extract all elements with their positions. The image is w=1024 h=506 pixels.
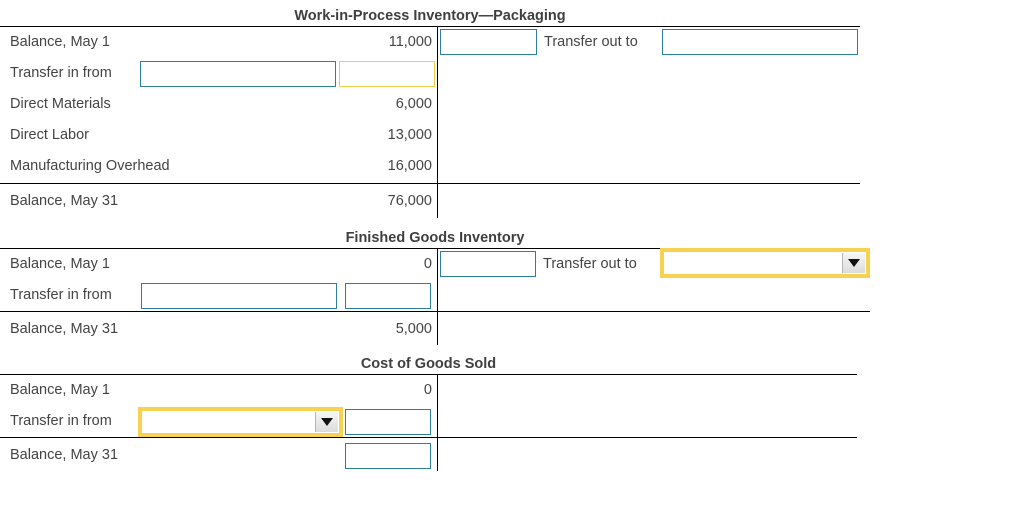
cogs-transfer-in-amount-input[interactable]: [345, 409, 431, 435]
row-label-balance-may-1: Balance, May 1: [10, 256, 110, 272]
t-account-center-divider: [437, 27, 438, 218]
row-label-direct-labor: Direct Labor: [10, 127, 89, 143]
table-row: Transfer in from: [0, 280, 870, 311]
row-label-direct-materials: Direct Materials: [10, 96, 111, 112]
side-label-transfer-out-to: Transfer out to: [543, 256, 637, 272]
row-amount-direct-labor: 13,000: [387, 127, 432, 143]
table-row: Direct Materials 6,000: [0, 89, 860, 120]
account-body: Balance, May 1 0 Transfer in from Balanc…: [0, 375, 857, 471]
row-amount-balance-may-1: 0: [423, 256, 432, 272]
fg-transfer-in-name-input[interactable]: [141, 283, 337, 309]
account-subtotal-rule: [0, 311, 870, 312]
table-row: Manufacturing Overhead 16,000: [0, 151, 860, 182]
fg-transfer-in-amount-input[interactable]: [345, 283, 431, 309]
cogs-balance-may-31-amount-input[interactable]: [345, 443, 431, 469]
row-label-balance-may-31: Balance, May 31: [10, 447, 119, 463]
wip-transfer-out-name-input[interactable]: [662, 29, 858, 55]
table-row: Transfer in from: [0, 58, 860, 89]
wip-transfer-in-name-input[interactable]: [140, 61, 336, 87]
row-label-transfer-in-from: Transfer in from: [10, 65, 112, 81]
row-label-transfer-in-from: Transfer in from: [10, 287, 112, 303]
account-title-work-in-process: Work-in-Process Inventory—Packaging: [294, 8, 566, 24]
fg-credit-amount-input[interactable]: [440, 251, 536, 277]
table-row: Balance, May 31 5,000: [0, 314, 870, 345]
row-label-balance-may-31: Balance, May 31: [10, 193, 119, 209]
row-amount-balance-may-31: 5,000: [395, 321, 432, 337]
row-label-balance-may-1: Balance, May 1: [10, 34, 110, 50]
table-row: Balance, May 1 0 Transfer out to: [0, 249, 870, 280]
table-row: Balance, May 1 0: [0, 375, 857, 406]
fg-transfer-out-select[interactable]: [661, 249, 869, 277]
account-title-cost-of-goods-sold: Cost of Goods Sold: [360, 356, 497, 372]
wip-credit-amount-input[interactable]: [440, 29, 537, 55]
row-label-manufacturing-overhead: Manufacturing Overhead: [10, 158, 170, 174]
row-label-balance-may-1: Balance, May 1: [10, 382, 110, 398]
row-amount-direct-materials: 6,000: [395, 96, 432, 112]
t-account-center-divider: [437, 249, 438, 345]
table-row: Balance, May 1 11,000 Transfer out to: [0, 27, 860, 58]
account-body: Balance, May 1 0 Transfer out to Transfe…: [0, 249, 870, 345]
row-label-transfer-in-from: Transfer in from: [10, 413, 112, 429]
account-body: Balance, May 1 11,000 Transfer out to Tr…: [0, 27, 860, 218]
table-row: Balance, May 31 76,000: [0, 186, 860, 217]
row-amount-balance-may-1: 0: [423, 382, 432, 398]
t-account-center-divider: [437, 375, 438, 471]
account-title-finished-goods: Finished Goods Inventory: [345, 230, 525, 246]
account-top-rule: [0, 374, 857, 375]
table-row: Transfer in from: [0, 406, 857, 437]
row-amount-balance-may-31: 76,000: [387, 193, 432, 209]
wip-transfer-in-amount-input[interactable]: [339, 61, 435, 87]
t-account-finished-goods: Finished Goods Inventory Balance, May 1 …: [0, 228, 870, 345]
row-amount-manufacturing-overhead: 16,000: [387, 158, 432, 174]
account-top-rule: [0, 248, 870, 249]
account-subtotal-rule: [0, 183, 860, 184]
table-row: Direct Labor 13,000: [0, 120, 860, 151]
row-amount-balance-may-1: 11,000: [388, 34, 432, 50]
t-account-cost-of-goods-sold: Cost of Goods Sold Balance, May 1 0 Tran…: [0, 354, 857, 471]
row-label-balance-may-31: Balance, May 31: [10, 321, 119, 337]
chevron-down-icon[interactable]: [842, 253, 865, 273]
t-account-work-in-process-packaging: Work-in-Process Inventory—Packaging Bala…: [0, 6, 860, 218]
table-row: Balance, May 31: [0, 440, 857, 471]
cogs-transfer-in-select[interactable]: [139, 408, 342, 436]
side-label-transfer-out-to: Transfer out to: [544, 34, 638, 50]
account-top-rule: [0, 26, 860, 27]
account-subtotal-rule: [0, 437, 857, 438]
chevron-down-icon[interactable]: [315, 412, 338, 432]
